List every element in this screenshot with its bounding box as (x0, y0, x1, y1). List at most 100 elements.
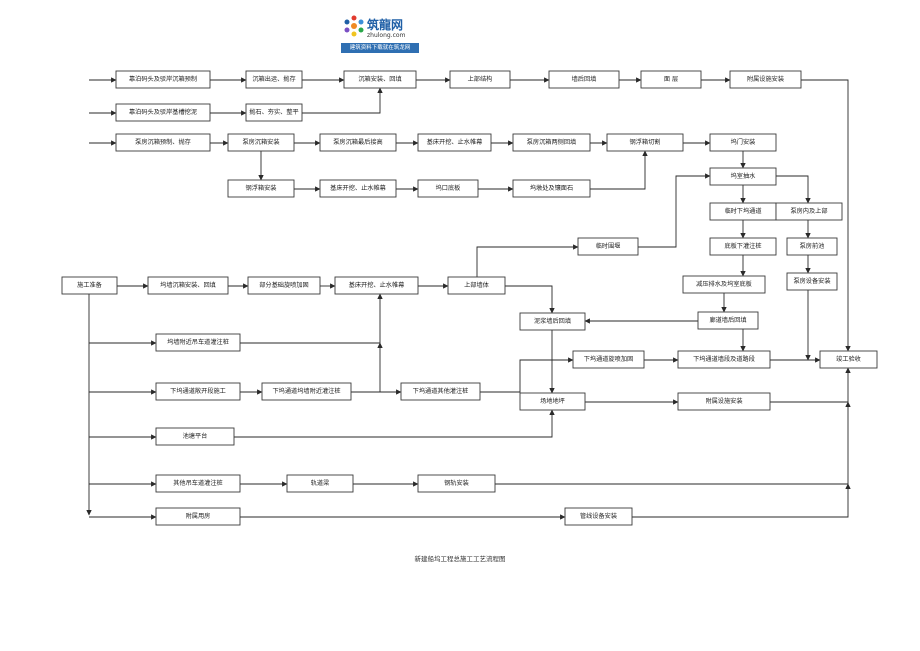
process-step-n20: 坞口底板 (417, 179, 479, 198)
step-label: 抛石、夯实、整平 (249, 108, 299, 116)
step-label: 面 层 (664, 76, 678, 83)
flow-arrow (495, 401, 851, 485)
step-box (786, 237, 838, 256)
step-label: 钢轨安装 (444, 479, 469, 487)
step-label: 基床开挖、止水帷幕 (349, 281, 405, 289)
step-label: 管线设备安装 (580, 512, 617, 520)
step-label: 钢浮箱切割 (630, 138, 661, 146)
process-step-n2: 靠泊码头及驳岸沉箱预制 (115, 70, 211, 89)
step-label: 坞室抽水 (731, 172, 757, 180)
step-label: 上部墙体 (464, 281, 490, 289)
process-step-n6: 墙后回填 (548, 70, 620, 89)
step-box (519, 392, 586, 411)
process-step-n41: 下坞通道坞墙附近灌注桩 (261, 382, 352, 401)
process-step-n36: 坞墙附近吊车道灌注桩 (155, 333, 241, 352)
step-box (115, 103, 211, 122)
process-step-n29: 坞墙沉箱安装、回填 (147, 276, 229, 295)
step-box (286, 474, 354, 493)
process-step-n7: 面 层 (640, 70, 702, 89)
step-box (245, 70, 303, 89)
step-box (697, 311, 759, 330)
step-label: 泵房内及上部 (790, 207, 827, 215)
step-box (606, 133, 684, 152)
step-label: 下坞通道其他灌注桩 (413, 387, 469, 395)
flow-arrow (505, 285, 555, 314)
step-label: 基床开挖、止水帷幕 (427, 138, 483, 146)
process-step-n8: 附属设施安装 (729, 70, 802, 89)
process-step-n31: 基床开挖、止水帷幕 (334, 276, 419, 295)
step-box (677, 350, 771, 369)
step-box (548, 70, 620, 89)
step-label: 靠泊码头及驳岸沉箱预制 (129, 75, 197, 83)
step-box (261, 382, 352, 401)
process-step-n18: 钢浮箱安装 (227, 179, 295, 198)
process-step-n45: 池塘平台 (155, 427, 235, 446)
diagram-caption: 新建船坞工程总施工工艺流程图 (414, 555, 506, 563)
process-step-n25: 临时围堰 (577, 237, 639, 256)
process-step-n26: 底板下灌注桩 (709, 237, 777, 256)
process-steps: 施工准备 靠泊码头及驳岸沉箱预制 沉箱出运、抛存 沉箱安装、回填 上部结构 墙后回填 面 层… (61, 70, 878, 526)
process-step-n4: 沉箱安装、回填 (343, 70, 417, 89)
logo-banner: 建筑资料下载就在筑龙网 (341, 43, 419, 53)
process-step-n23: 临时下坞通道 (709, 202, 777, 221)
process-step-n15: 泵房沉箱两侧回填 (512, 133, 591, 152)
flow-arrow (632, 483, 851, 518)
process-step-n32: 上部墙体 (447, 276, 506, 295)
step-box (155, 382, 241, 401)
step-box (155, 507, 241, 526)
process-step-n24: 泵房内及上部 (775, 202, 843, 221)
step-label: 靠泊码头及驳岸基槽挖泥 (129, 108, 197, 116)
step-label: 坞墩处及镶面石 (530, 184, 573, 192)
step-label: 坞口底板 (436, 184, 461, 192)
step-label: 场地地坪 (540, 397, 565, 405)
step-label: 泵房沉箱最后接高 (333, 138, 383, 146)
step-box (147, 276, 229, 295)
step-label: 附属设施安装 (747, 75, 784, 83)
step-label: 泵房设备安装 (793, 277, 830, 285)
zhulong-logo: 筑龍网 zhulong.com 建筑资料下载就在筑龙网 (341, 14, 421, 56)
step-box (775, 202, 843, 221)
step-label: 部分基础旋喷加固 (259, 281, 309, 289)
flow-arrow (801, 79, 851, 352)
step-box (155, 427, 235, 446)
step-label: 池塘平台 (183, 432, 208, 440)
process-step-n21: 坞墩处及镶面石 (512, 179, 591, 198)
process-step-n28: 泵房设备安装 (786, 272, 838, 291)
step-box (245, 103, 303, 122)
step-label: 沉箱出运、抛存 (252, 75, 295, 83)
step-label: 轨道梁 (311, 479, 330, 487)
process-step-n22: 坞室抽水 (709, 167, 777, 186)
step-box (449, 70, 511, 89)
step-label: 上部结构 (468, 75, 493, 83)
process-step-n34: 廊道墙后回填 (697, 311, 759, 330)
step-label: 竣工验收 (836, 355, 861, 363)
step-box (400, 382, 481, 401)
step-box (417, 179, 479, 198)
flow-arrow (240, 293, 383, 344)
process-step-n12: 泵房沉箱安装 (227, 133, 295, 152)
step-label: 泥浆墙后回填 (534, 317, 571, 325)
flow-arrows (86, 77, 851, 520)
step-label: 附属设施安装 (705, 397, 742, 405)
step-box (155, 333, 241, 352)
step-box (564, 507, 633, 526)
logo-url: zhulong.com (367, 32, 406, 39)
step-box (343, 70, 417, 89)
process-step-n1: 施工准备 (61, 276, 118, 295)
process-step-n35: 泥浆墙后回填 (519, 312, 586, 331)
step-box (512, 133, 591, 152)
step-label: 沉箱安装、回填 (358, 75, 401, 83)
step-label: 泵房沉箱安装 (242, 138, 279, 146)
process-step-n19: 基床开挖、止水帷幕 (319, 179, 397, 198)
step-label: 基床开挖、止水帷幕 (330, 184, 386, 192)
step-label: 临时围堰 (596, 242, 621, 250)
process-step-n5: 上部结构 (449, 70, 511, 89)
process-step-n40: 下坞通道敞开段施工 (155, 382, 241, 401)
logo-name: 筑龍网 (367, 18, 404, 32)
step-box (519, 312, 586, 331)
step-box (155, 474, 241, 493)
step-label: 减压排水及坞室底板 (696, 280, 752, 288)
process-step-n46: 其他吊车道灌注桩 (155, 474, 241, 493)
step-label: 附属用房 (186, 512, 211, 520)
flow-arrow (638, 173, 711, 248)
